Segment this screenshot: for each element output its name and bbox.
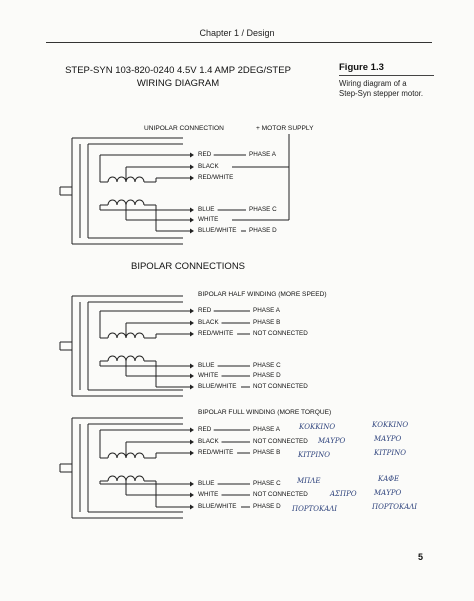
uni-wire-color-4: WHITE [198,216,219,223]
uni-arrow-4 [190,217,194,223]
half-wire-color-2: RED/WHITE [198,330,234,337]
half-arrow-1 [190,320,194,326]
uni-wire-conn-0: PHASE A [249,151,276,158]
full-arrow-4 [190,492,194,498]
handwritten-right-black: ΜΑΥΡΟ [374,435,402,443]
full-wire-color-3: BLUE [198,480,215,487]
handwritten-note-bluewhite: ΠΟΡΤΟΚΑΛΙ [292,505,338,513]
uni-arrow-0 [190,152,194,158]
full-wire-conn-1: NOT CONNECTED [253,438,308,445]
full-arrow-1 [190,439,194,445]
full-arrow-2 [190,450,194,456]
motor-supply-label: + MOTOR SUPPLY [256,125,314,132]
figure-caption-block: Figure 1.3 Wiring diagram of a Step-Syn … [339,62,449,99]
uni-wire-color-3: BLUE [198,206,215,213]
handwritten-right-bluewhite: ΠΟΡΤΟΚΑΛΙ [372,503,418,511]
full-wire-color-1: BLACK [198,438,219,445]
full-wire-color-4: WHITE [198,491,219,498]
uni-wire-color-0: RED [198,151,212,158]
figure-caption-line2: Step-Syn stepper motor. [339,89,424,98]
header-rule [46,42,432,43]
full-arrow-3 [190,481,194,487]
unipolar-heading: UNIPOLAR CONNECTION [144,125,224,132]
page-number: 5 [418,552,424,562]
full-wire-conn-0: PHASE A [253,426,280,433]
half-wire-color-3: BLUE [198,362,215,369]
figure-caption-line1: Wiring diagram of a [339,79,407,88]
uni-arrow-2 [190,175,194,181]
uni-wire-conn-3: PHASE C [249,206,277,213]
full-wire-conn-3: PHASE C [253,480,281,487]
handwritten-note-red: ΚΟΚΚΙΝΟ [299,423,336,431]
uni-wire-color-2: RED/WHITE [198,174,234,181]
uni-arrow-5 [190,228,194,234]
full-wire-conn-2: PHASE B [253,449,281,456]
half-wire-conn-5: NOT CONNECTED [253,383,308,390]
handwritten-right-blue: ΚΑΦΕ [378,475,400,483]
half-arrow-5 [190,384,194,390]
handwritten-note-white: ΑΣΠΡΟ [330,490,357,498]
half-wire-color-5: BLUE/WHITE [198,383,237,390]
handwritten-right-red: ΚΟΚΚΙΝΟ [372,421,409,429]
half-wire-conn-3: PHASE C [253,362,281,369]
half-arrow-3 [190,363,194,369]
figure-label: Figure 1.3 [339,62,384,73]
uni-wire-color-1: BLACK [198,163,219,170]
uni-arrow-3 [190,207,194,213]
diagram-title-line2: WIRING DIAGRAM [136,78,220,89]
handwritten-note-black: ΜΑΥΡΟ [318,437,346,445]
full-arrow-0 [190,427,194,433]
handwritten-note-redwhite: ΚΙΤΡΙΝΟ [298,451,331,459]
full-arrow-5 [190,504,194,510]
half-wire-conn-0: PHASE A [253,307,280,314]
full-wire-conn-4: NOT CONNECTED [253,491,308,498]
half-arrow-0 [190,308,194,314]
half-wire-color-0: RED [198,307,212,314]
chapter-header: Chapter 1 / Design [199,28,275,38]
full-wire-color-5: BLUE/WHITE [198,503,237,510]
diagram-title-line1: STEP-SYN 103-820-0240 4.5V 1.4 AMP 2DEG/… [65,65,291,76]
full-wire-conn-5: PHASE D [253,503,281,510]
full-winding-heading: BIPOLAR FULL WINDING (MORE TORQUE) [198,409,332,416]
full-wire-color-2: RED/WHITE [198,449,234,456]
half-wire-conn-4: PHASE D [253,372,281,379]
half-arrow-4 [190,373,194,379]
handwritten-right-redwhite: ΚΙΤΡΙΝΟ [374,449,407,457]
handwritten-right-white: ΜΑΥΡΟ [374,489,402,497]
half-coil-lower [107,355,145,362]
half-arrow-2 [190,331,194,337]
figure-rule [339,75,434,76]
full-coil-lower [107,475,145,482]
uni-wire-color-5: BLUE/WHITE [198,227,237,234]
uni-arrow-1 [190,164,194,170]
half-wire-color-4: WHITE [198,372,219,379]
uni-wire-conn-5: PHASE D [249,227,277,234]
half-wire-color-1: BLACK [198,319,219,326]
half-winding-heading: BIPOLAR HALF WINDING (MORE SPEED) [198,291,327,298]
bipolar-heading: BIPOLAR CONNECTIONS [131,261,246,272]
uni-coil-lower [107,199,145,206]
half-wire-conn-1: PHASE B [253,319,281,326]
full-wire-color-0: RED [198,426,212,433]
half-wire-conn-2: NOT CONNECTED [253,330,308,337]
handwritten-note-blue: ΜΠΛΕ [297,477,321,485]
